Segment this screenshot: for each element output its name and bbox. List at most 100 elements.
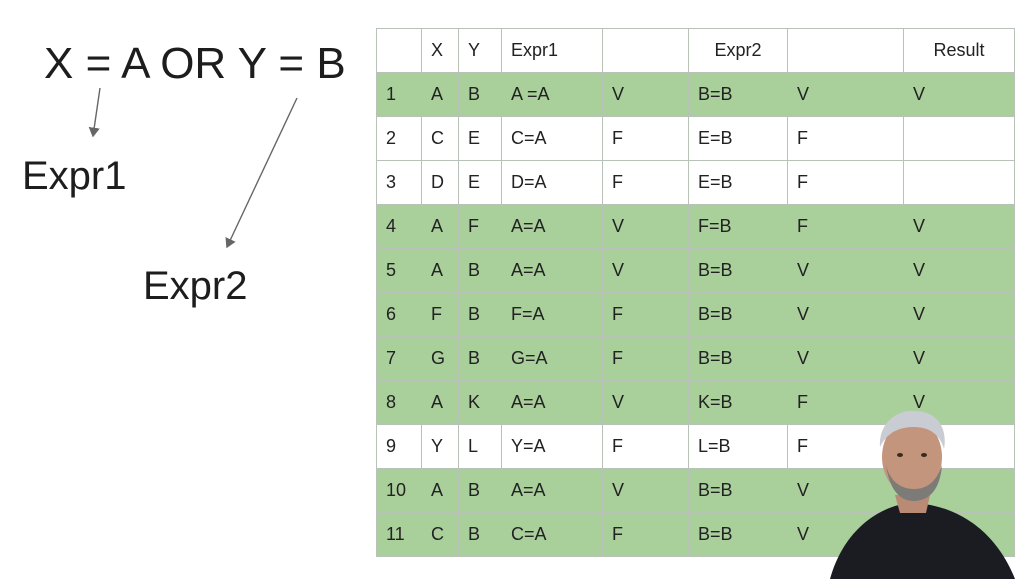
table-cell: B=B xyxy=(688,248,788,293)
table-cell: V xyxy=(602,248,689,293)
table-cell: B xyxy=(458,292,502,337)
arrow-to-expr2 xyxy=(225,97,298,249)
expr1-label: Expr1 xyxy=(22,154,127,198)
table-cell: 6 xyxy=(376,292,422,337)
table-cell: F xyxy=(602,512,689,557)
table-cell: C xyxy=(421,116,459,161)
table-cell: F xyxy=(421,292,459,337)
table-cell: A xyxy=(421,380,459,425)
table-cell: B=B xyxy=(688,292,788,337)
table-cell: A xyxy=(421,72,459,117)
table-cell: 3 xyxy=(376,160,422,205)
table-cell: 1 xyxy=(376,72,422,117)
table-cell: V xyxy=(602,468,689,513)
table-cell: V xyxy=(602,380,689,425)
table-cell: E xyxy=(458,160,502,205)
table-cell: V xyxy=(903,204,1015,249)
presenter-eye-right xyxy=(921,453,927,457)
table-cell: 8 xyxy=(376,380,422,425)
header-cell: X xyxy=(421,28,459,73)
table-cell: 7 xyxy=(376,336,422,381)
table-cell: V xyxy=(903,380,1015,425)
table-cell: B=B xyxy=(688,468,788,513)
header-cell xyxy=(376,28,422,73)
table-cell: D xyxy=(421,160,459,205)
header-row: X Y Expr1 Expr2 Result xyxy=(376,28,1015,73)
table-cell: 10 xyxy=(376,468,422,513)
table-cell: V xyxy=(602,204,689,249)
table-cell: V xyxy=(903,72,1015,117)
table-cell: V xyxy=(787,72,904,117)
table-cell: K xyxy=(458,380,502,425)
table-cell: B=B xyxy=(688,72,788,117)
table-cell: F xyxy=(787,160,904,205)
table-cell: E=B xyxy=(688,160,788,205)
table-cell: 11 xyxy=(376,512,422,557)
table-cell: E=B xyxy=(688,116,788,161)
table-cell: L=B xyxy=(688,424,788,469)
table-cell: B xyxy=(458,468,502,513)
table-cell: B xyxy=(458,336,502,381)
table-cell: F xyxy=(787,116,904,161)
table-cell: B xyxy=(458,512,502,557)
table-cell: F xyxy=(602,336,689,381)
presenter-beard xyxy=(886,465,942,501)
table-cell: K=B xyxy=(688,380,788,425)
table-cell: B xyxy=(458,72,502,117)
table-cell: F xyxy=(787,380,904,425)
presenter-hair xyxy=(879,410,945,449)
table-cell: G xyxy=(421,336,459,381)
header-cell: Y xyxy=(458,28,502,73)
table-cell: E xyxy=(458,116,502,161)
arrow-to-expr1 xyxy=(88,87,101,138)
table-cell: F xyxy=(787,204,904,249)
header-cell: Expr2 xyxy=(688,28,788,73)
table-cell: V xyxy=(903,248,1015,293)
table-cell: V xyxy=(903,292,1015,337)
header-cell xyxy=(602,28,689,73)
table-cell: D=A xyxy=(501,160,603,205)
table-cell: B=B xyxy=(688,336,788,381)
formula-text: X = A OR Y = B xyxy=(44,39,346,88)
table-cell: A xyxy=(421,204,459,249)
table-cell: L xyxy=(458,424,502,469)
table-cell: A xyxy=(421,468,459,513)
table-cell: F xyxy=(602,116,689,161)
header-cell xyxy=(787,28,904,73)
table-cell: 4 xyxy=(376,204,422,249)
table-cell: F xyxy=(602,160,689,205)
table-cell: C=A xyxy=(501,116,603,161)
table-cell: B=B xyxy=(688,512,788,557)
table-cell: V xyxy=(602,72,689,117)
table-cell: A=A xyxy=(501,204,603,249)
table-cell: F xyxy=(602,424,689,469)
table-cell: C=A xyxy=(501,512,603,557)
presenter-video xyxy=(830,410,1015,579)
table-cell: V xyxy=(787,248,904,293)
table-cell xyxy=(903,116,1015,161)
table-cell xyxy=(903,160,1015,205)
table-cell: 5 xyxy=(376,248,422,293)
table-cell: V xyxy=(787,292,904,337)
annotation-arrows xyxy=(88,87,298,249)
table-cell: 2 xyxy=(376,116,422,161)
table-cell: F=A xyxy=(501,292,603,337)
header-cell: Expr1 xyxy=(501,28,603,73)
table-cell: B xyxy=(458,248,502,293)
table-cell: Y xyxy=(421,424,459,469)
table-cell: A xyxy=(421,248,459,293)
table-cell: F xyxy=(602,292,689,337)
presenter-head xyxy=(882,419,942,495)
table-cell: F xyxy=(458,204,502,249)
table-cell: F=B xyxy=(688,204,788,249)
